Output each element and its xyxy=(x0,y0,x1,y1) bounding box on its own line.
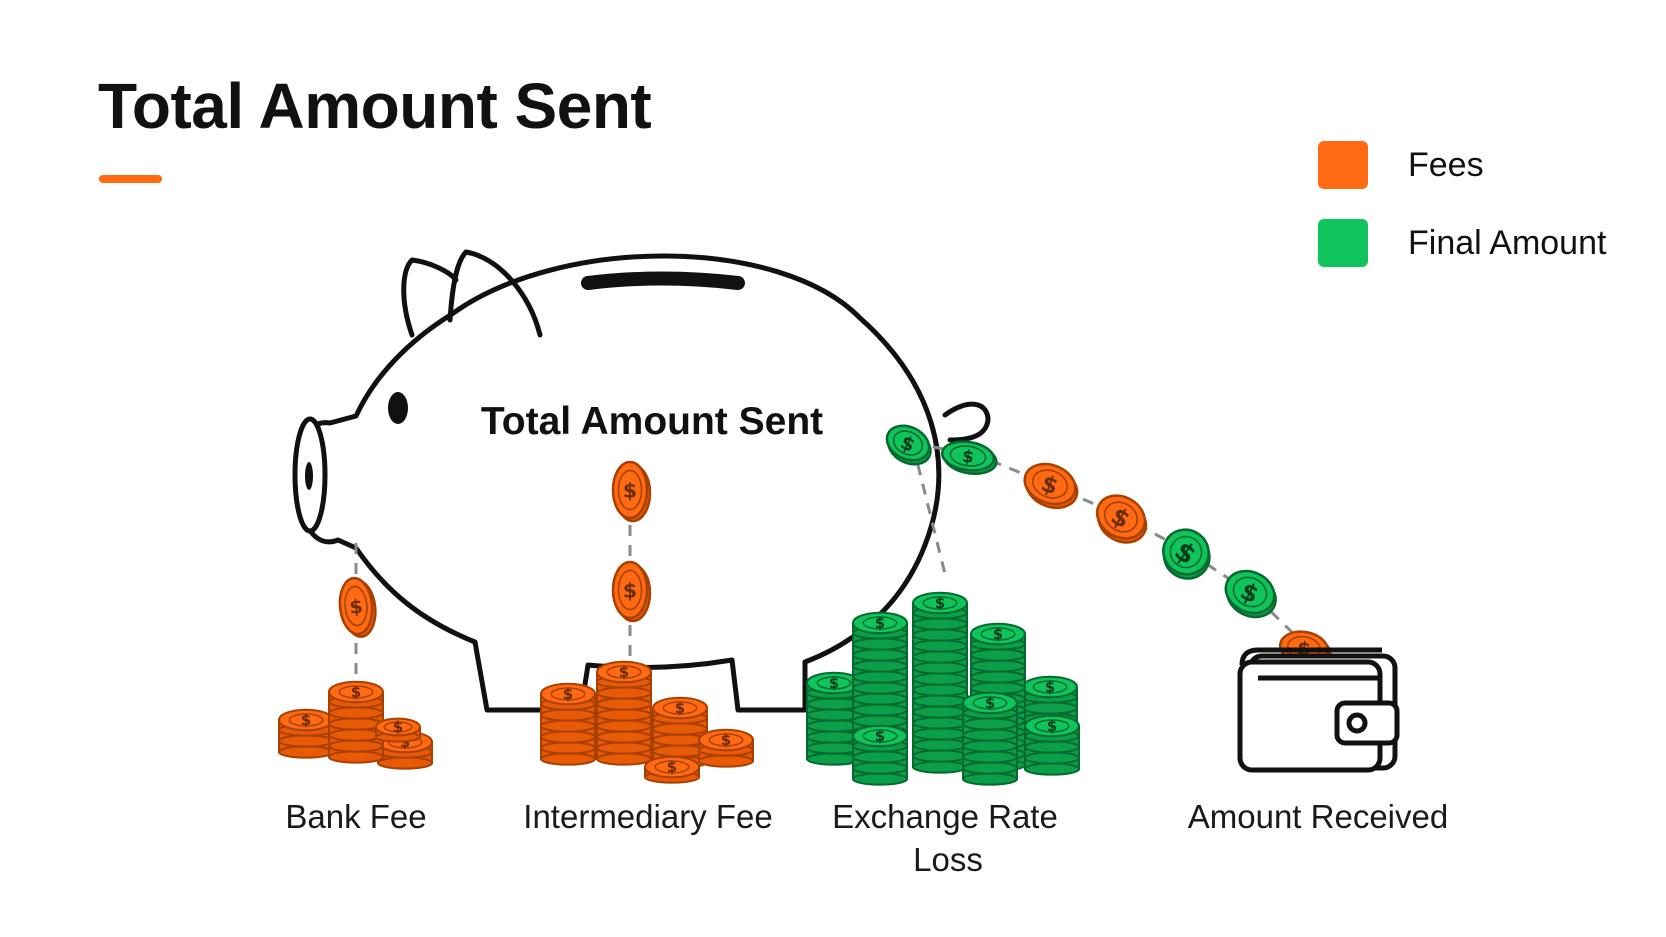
legend-swatch-fees xyxy=(1318,141,1368,189)
bank-fee-stack-3: $ xyxy=(328,680,384,764)
coin-symbol: $ xyxy=(721,731,731,749)
intermediary-fee-stack-4: $ xyxy=(698,728,754,768)
coin-symbol: $ xyxy=(351,683,361,701)
coin-symbol: $ xyxy=(301,711,311,729)
exchange-rate-stack-4: $ xyxy=(912,591,968,774)
legend-item-fees: Fees xyxy=(1318,139,1638,189)
legend: Fees Final Amount xyxy=(1318,139,1638,279)
trail-coin-5: $ xyxy=(1162,528,1211,580)
output-label-bank-fee: Bank Fee xyxy=(285,798,426,835)
coin-symbol: $ xyxy=(935,594,945,612)
coin-symbol: $ xyxy=(675,699,685,717)
coin-symbol: $ xyxy=(993,625,1003,643)
coin-symbol: $ xyxy=(623,479,637,503)
intermediary-fee-stack-1: $ xyxy=(540,682,596,766)
output-label-intermediary-fee: Intermediary Fee xyxy=(523,798,772,835)
output-label-exchange-rate-line2: Loss xyxy=(913,841,983,878)
output-label-amount-received: Amount Received xyxy=(1188,798,1448,835)
coin-symbol: $ xyxy=(623,579,637,603)
legend-item-final-amount: Final Amount xyxy=(1318,217,1638,267)
legend-label-final-amount: Final Amount xyxy=(1408,224,1607,262)
output-label-exchange-rate: Exchange Rate xyxy=(832,798,1058,835)
falling-coin-intermediary-1: $ xyxy=(611,460,652,523)
coin-symbol: $ xyxy=(829,674,839,692)
intermediary-fee-stack-5: $ xyxy=(644,755,700,784)
wallet-icon xyxy=(1237,647,1400,773)
falling-coin-bank-fee: $ xyxy=(338,576,377,638)
container-label: Total Amount Sent xyxy=(481,400,823,443)
trail-coin-6: $ xyxy=(1224,569,1277,619)
coin-symbol: $ xyxy=(1047,717,1057,735)
exchange-rate-stack-7: $ xyxy=(962,691,1018,786)
coin-symbol: $ xyxy=(961,446,975,467)
title-accent-bar xyxy=(99,175,162,183)
coin-symbol: $ xyxy=(563,685,573,703)
coin-symbol: $ xyxy=(875,727,885,745)
trail-coin-3: $ xyxy=(1023,462,1079,510)
exchange-rate-stack-1: $ xyxy=(806,671,862,766)
legend-swatch-final-amount xyxy=(1318,219,1368,267)
trail-coin-4: $ xyxy=(1095,494,1148,544)
coin-symbol: $ xyxy=(667,758,677,776)
exchange-rate-stack-8: $ xyxy=(852,724,908,786)
bank-fee-stack-1: $ xyxy=(278,708,334,759)
exchange-rate-stack-6: $ xyxy=(1024,714,1080,776)
falling-coin-intermediary-2: $ xyxy=(611,560,652,623)
coin-symbol: $ xyxy=(875,614,885,632)
coin-symbol: $ xyxy=(393,718,403,736)
coin-symbol: $ xyxy=(619,663,629,681)
trail-coin-1: $ xyxy=(885,424,932,466)
coin-layer: $$$$$$$$$$$$$$$$$$$$$$$$$$$ xyxy=(278,424,1332,786)
intermediary-fee-stack-3: $ xyxy=(596,660,652,766)
coin-symbol: $ xyxy=(348,595,363,619)
bank-fee-stack-4: $ xyxy=(375,717,421,743)
legend-label-fees: Fees xyxy=(1408,146,1484,184)
coin-symbol: $ xyxy=(985,694,995,712)
coin-symbol: $ xyxy=(1045,678,1055,696)
trail-coin-2: $ xyxy=(940,440,998,475)
slide-title: Total Amount Sent xyxy=(98,70,652,142)
